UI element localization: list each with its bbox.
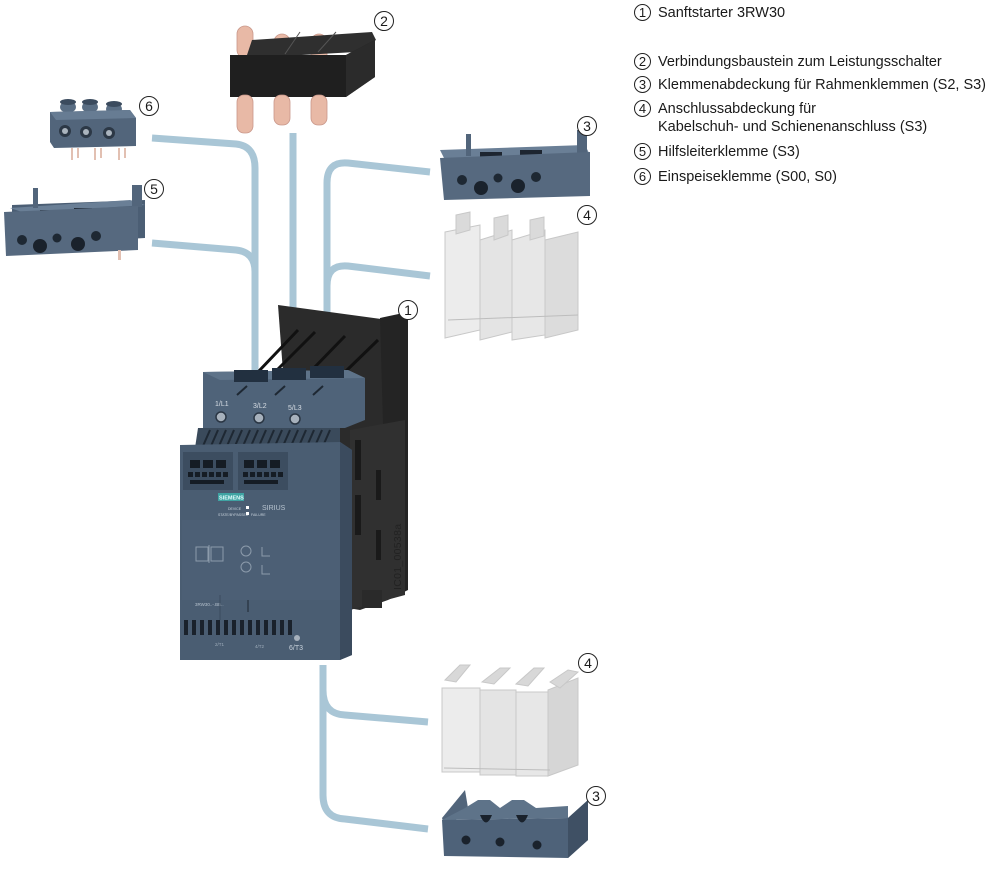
legend-item: 3 Klemmenabdeckung für Rahmenklemmen (S2…: [634, 76, 986, 94]
callout-aux-terminal: 5: [144, 179, 164, 199]
legend-text: Verbindungsbaustein zum Leistungsschalte…: [658, 54, 942, 70]
terminal-cover-bottom-part[interactable]: [442, 790, 588, 858]
connector-line-infeed-terminal: [151, 134, 259, 378]
legend-text: Einspeiseklemme (S00, S0): [658, 169, 837, 185]
callout-terminal-cover-top: 3: [577, 116, 597, 136]
aux-terminal-part[interactable]: [4, 185, 145, 260]
legend-item: 4 Anschlussabdeckung für Kabelschuh- und…: [634, 100, 927, 136]
terminal-cover-top-part[interactable]: [440, 130, 590, 200]
callout-connection-cover-top: 4: [577, 205, 597, 225]
legend-text: Sanftstarter 3RW30: [658, 5, 786, 21]
legend-number: 6: [634, 168, 651, 185]
legend-item: 1 Sanftstarter 3RW30: [634, 4, 785, 22]
infeed-terminal-part[interactable]: [50, 99, 136, 160]
connecting-module-part[interactable]: [230, 25, 376, 134]
connection-cover-top-part[interactable]: [444, 211, 579, 341]
terminal-label-t3: 6/T3: [289, 645, 303, 652]
document-id: IC01_00538a: [392, 523, 404, 590]
callout-soft-starter: 1: [398, 300, 418, 320]
legend-item: 6 Einspeiseklemme (S00, S0): [634, 168, 837, 186]
terminal-label-t2: 4/T2: [255, 644, 265, 649]
callout-connecting-module: 2: [374, 11, 394, 31]
product-line-label: SIRIUS: [262, 505, 286, 512]
legend-number: 2: [634, 53, 651, 70]
connector-line-connection-cover-bottom: [319, 689, 429, 726]
status-state-label: STATE/BYPASSED: [218, 513, 249, 517]
terminal-label-t1: 2/T1: [215, 642, 225, 647]
legend-number: 3: [634, 76, 651, 93]
legend-text: Klemmenabdeckung für Rahmenklemmen (S2, …: [658, 77, 987, 93]
connector-line-terminal-cover-top: [323, 159, 431, 378]
legend-number: 5: [634, 143, 651, 160]
legend-number: 1: [634, 4, 651, 21]
legend-item: 2 Verbindungsbaustein zum Leistungsschal…: [634, 53, 942, 71]
callout-infeed-terminal: 6: [139, 96, 159, 116]
connection-cover-bottom-part[interactable]: [441, 664, 580, 777]
callout-connection-cover-bottom: 4: [578, 653, 598, 673]
status-failure-label: FAILURE: [251, 513, 266, 517]
model-label: 3RW30..-.BB..: [195, 602, 224, 607]
terminal-label-l1: 1/L1: [215, 401, 229, 408]
legend-text: Hilfsleiterklemme (S3): [658, 144, 800, 160]
status-device-label: DEVICE: [228, 507, 242, 511]
legend-text: Anschlussabdeckung für Kabelschuh- und S…: [658, 101, 928, 135]
terminal-label-l2: 3/L2: [253, 403, 267, 410]
legend-item: 5 Hilfsleiterklemme (S3): [634, 143, 800, 161]
connector-line-bottom-trunk: [319, 665, 429, 833]
brand-label: SIEMENS: [219, 496, 244, 502]
terminal-label-l3: 5/L3: [288, 405, 302, 412]
connector-line-aux-terminal: [151, 239, 259, 273]
soft-starter-device[interactable]: 1/L1 3/L2 5/L3 SIEMENS: [180, 305, 408, 660]
legend-number: 4: [634, 100, 651, 117]
callout-terminal-cover-bottom: 3: [586, 786, 606, 806]
connector-lines: [151, 133, 431, 833]
connector-line-connection-cover-top: [323, 262, 431, 287]
